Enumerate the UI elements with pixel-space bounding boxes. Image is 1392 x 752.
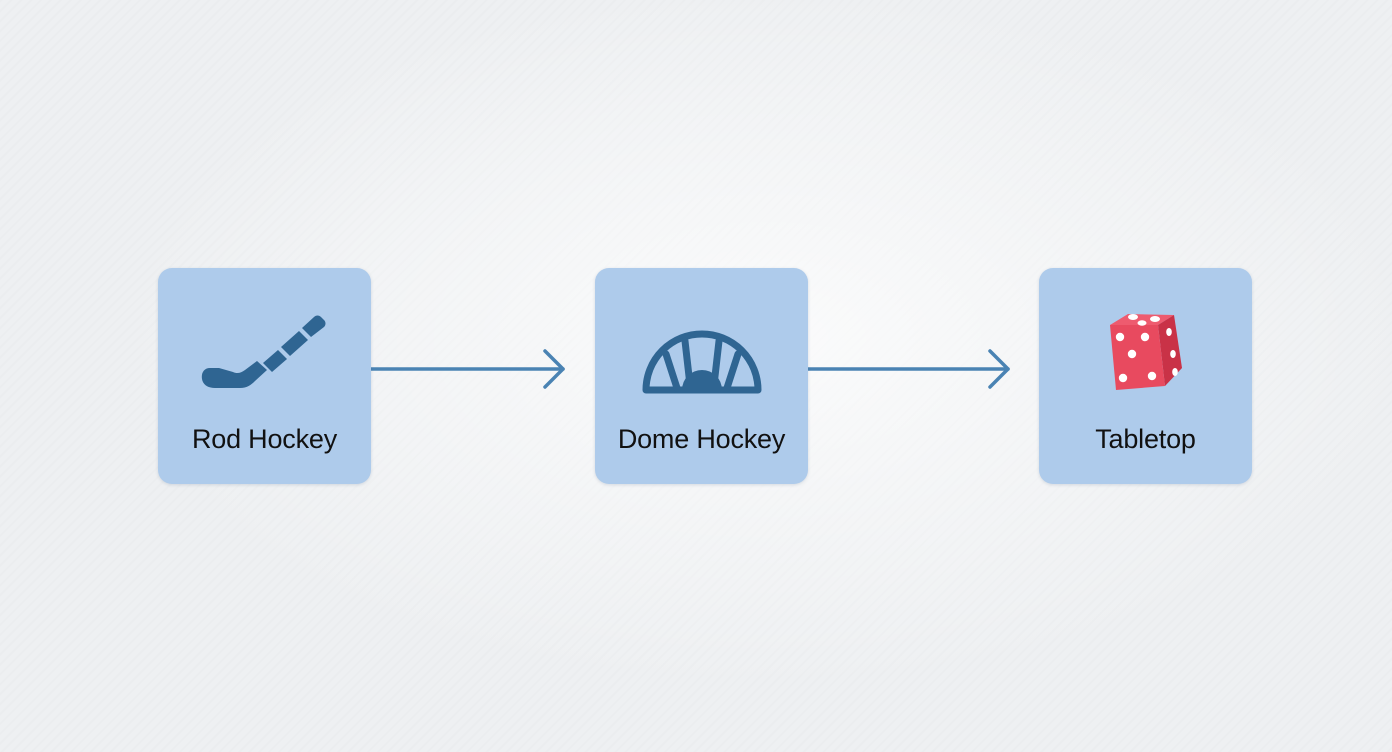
node-dome-hockey: Dome Hockey	[595, 268, 808, 484]
arrow-head	[543, 349, 565, 389]
node-tabletop: Tabletop	[1039, 268, 1252, 484]
arrow-dome-to-tabletop	[806, 349, 1010, 389]
node-rod-hockey: Rod Hockey	[158, 268, 371, 484]
arrow-head	[988, 349, 1010, 389]
arrow-rod-to-dome	[369, 349, 565, 389]
node-label: Dome Hockey	[617, 424, 786, 454]
dice-icon	[1039, 306, 1252, 396]
dome-icon	[595, 306, 808, 396]
hockey-stick-icon	[158, 306, 371, 396]
node-label: Rod Hockey	[191, 424, 338, 454]
node-label: Tabletop	[1095, 424, 1196, 454]
